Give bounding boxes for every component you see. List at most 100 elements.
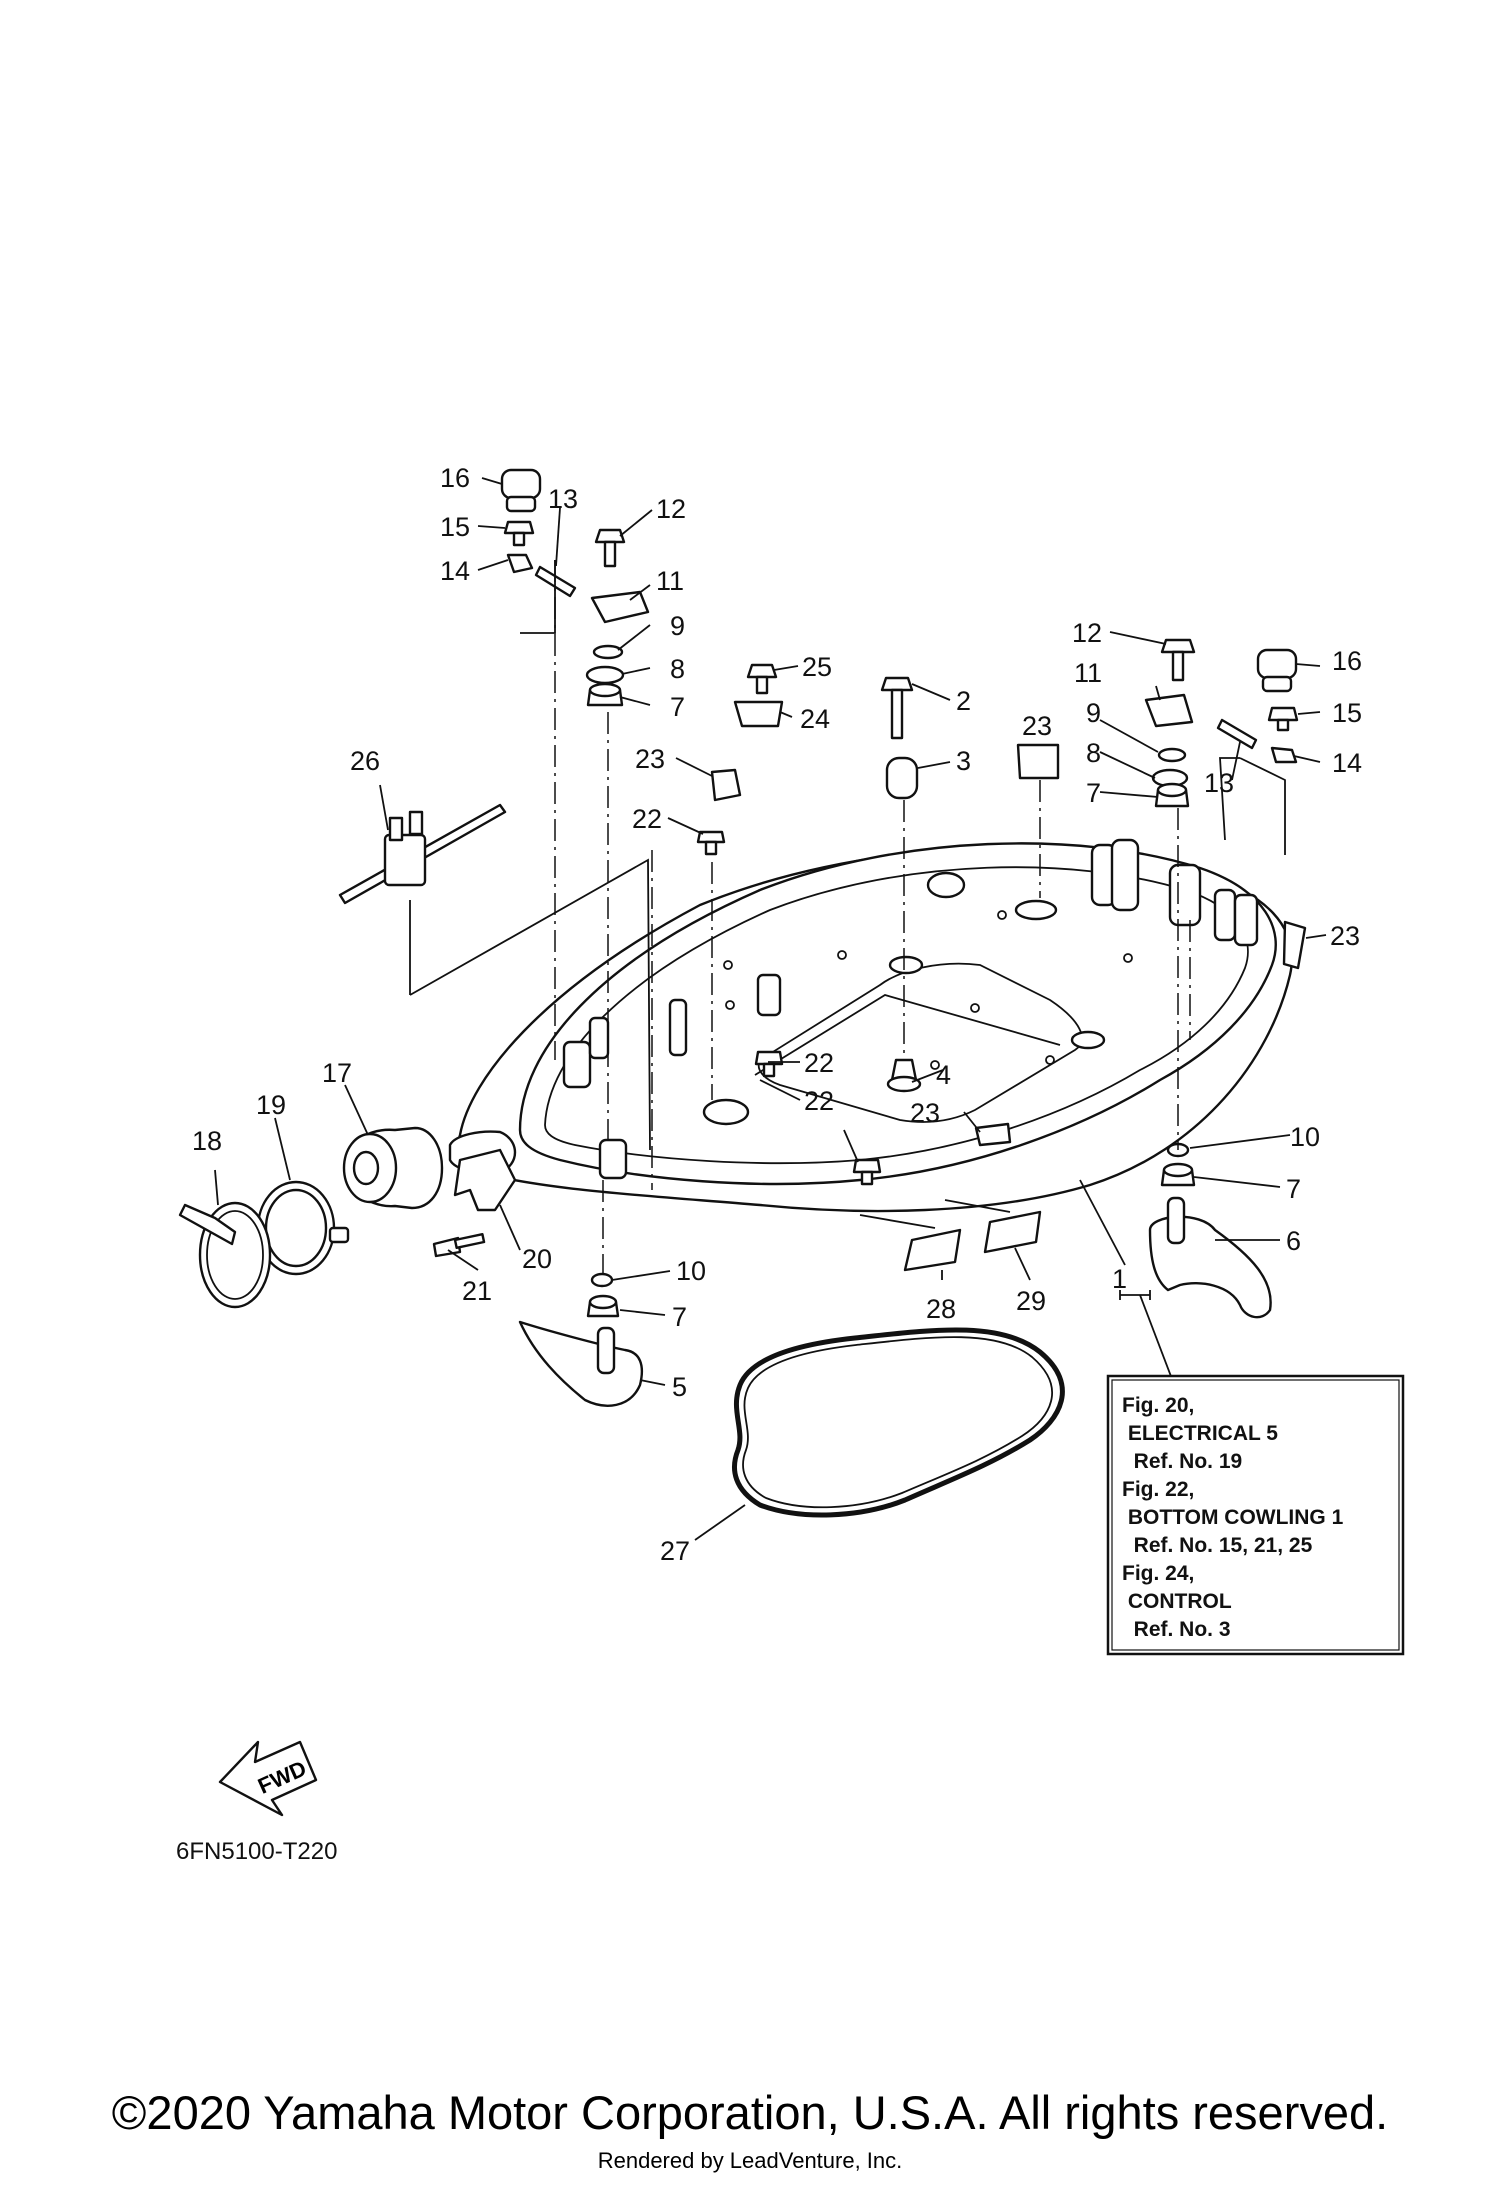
bolt-12-right xyxy=(1160,638,1196,654)
callout-7: 7 xyxy=(672,1302,687,1332)
pin-22-b xyxy=(754,1050,784,1066)
callout-22: 22 xyxy=(804,1086,834,1116)
clip-14-left xyxy=(506,553,534,574)
lower-right-parts xyxy=(1148,1142,1272,1319)
callout-9: 9 xyxy=(670,611,685,641)
bolt-12-left xyxy=(594,528,626,544)
callout-20: 20 xyxy=(522,1244,552,1274)
ref-line-5: BOTTOM COWLING 1 xyxy=(1122,1506,1344,1529)
callout-28: 28 xyxy=(926,1294,956,1324)
ref-line-3: Ref. No. 19 xyxy=(1122,1450,1242,1473)
pin-22-a xyxy=(696,830,726,844)
ref-line-9: Ref. No. 3 xyxy=(1122,1618,1231,1641)
callout-19: 19 xyxy=(256,1090,286,1120)
washer-9-left xyxy=(592,644,624,660)
callout-22: 22 xyxy=(632,804,662,834)
callouts: 16 15 14 13 12 11 9 8 7 25 24 23 2 3 26 … xyxy=(192,463,1362,1566)
ref-line-8: CONTROL xyxy=(1122,1590,1232,1613)
ref-line-7: Fig. 24, xyxy=(1122,1562,1194,1585)
lower-left-parts xyxy=(178,803,644,1407)
callout-9: 9 xyxy=(1086,698,1101,728)
callout-8: 8 xyxy=(1086,738,1101,768)
callout-7: 7 xyxy=(1286,1174,1301,1204)
callout-10: 10 xyxy=(1290,1122,1320,1152)
cushion-23-c xyxy=(1282,920,1307,970)
callout-25: 25 xyxy=(802,652,832,682)
callout-4: 4 xyxy=(936,1060,951,1090)
ref-line-6: Ref. No. 15, 21, 25 xyxy=(1122,1534,1313,1557)
cushion-23-d xyxy=(974,1122,1012,1147)
lever-11-right xyxy=(1144,693,1194,728)
leader-lines xyxy=(214,477,1327,1541)
callout-23: 23 xyxy=(1022,711,1052,741)
callout-12: 12 xyxy=(656,494,686,524)
callout-15: 15 xyxy=(1332,698,1362,728)
callout-16: 16 xyxy=(1332,646,1362,676)
copyright-notice: ©2020 Yamaha Motor Corporation, U.S.A. A… xyxy=(111,2086,1389,2139)
right-latch-assembly xyxy=(1016,638,1307,970)
callout-7: 7 xyxy=(670,692,685,722)
callout-14: 14 xyxy=(1332,748,1362,778)
callout-21: 21 xyxy=(462,1276,492,1306)
callout-23: 23 xyxy=(635,744,665,774)
left-latch-assembly xyxy=(500,468,650,707)
rendered-by-notice: Rendered by LeadVenture, Inc. xyxy=(597,2148,903,2173)
callout-2: 2 xyxy=(956,686,971,716)
callout-27: 27 xyxy=(660,1536,690,1566)
diagram-code: 6FN5100-T220 xyxy=(176,1838,338,1865)
callout-24: 24 xyxy=(800,704,830,734)
callout-11: 11 xyxy=(656,566,684,596)
ref-line-4: Fig. 22, xyxy=(1122,1478,1194,1501)
callout-14: 14 xyxy=(440,556,470,586)
bolt-21 xyxy=(432,1236,462,1258)
callout-23: 23 xyxy=(1330,921,1360,951)
screw-15-left xyxy=(503,520,535,535)
bolt-25 xyxy=(746,663,778,679)
grommet-16-right xyxy=(1256,648,1298,680)
bracket-24 xyxy=(733,700,784,728)
callout-16: 16 xyxy=(440,463,470,493)
bracket-20 xyxy=(453,1148,517,1212)
clip-14-right xyxy=(1270,746,1298,764)
decal-29 xyxy=(983,1210,1042,1254)
ref-line-1: Fig. 20, xyxy=(1122,1394,1194,1417)
center-parts xyxy=(696,663,1012,1186)
washer-10-left xyxy=(590,1272,614,1288)
seal-27 xyxy=(732,1327,1065,1518)
bottom-cowling xyxy=(448,838,1293,1213)
callout-12: 12 xyxy=(1072,618,1102,648)
callout-22: 22 xyxy=(804,1048,834,1078)
grommet-16-left xyxy=(500,468,542,500)
handle-5 xyxy=(518,1320,644,1407)
callout-17: 17 xyxy=(322,1058,352,1088)
callout-11: 11 xyxy=(1074,658,1102,688)
callout-13: 13 xyxy=(548,484,578,514)
callout-8: 8 xyxy=(670,654,685,684)
guide-lines xyxy=(409,560,1286,1275)
cushion-23-a xyxy=(710,768,742,802)
pin-22-c xyxy=(852,1158,882,1174)
spring-13-right xyxy=(1216,718,1258,750)
callout-1: 1 xyxy=(1112,1264,1127,1294)
fwd-arrow-icon: FWD xyxy=(218,1740,318,1817)
callout-3: 3 xyxy=(956,746,971,776)
washer-9-right xyxy=(1157,747,1187,763)
callout-23: 23 xyxy=(910,1098,940,1128)
callout-10: 10 xyxy=(676,1256,706,1286)
decal-28 xyxy=(903,1228,962,1272)
reference-box: Fig. 20, ELECTRICAL 5 Ref. No. 19 Fig. 2… xyxy=(1106,1374,1405,1656)
callout-15: 15 xyxy=(440,512,470,542)
callout-29: 29 xyxy=(1016,1286,1046,1316)
callout-26: 26 xyxy=(350,746,380,776)
callout-5: 5 xyxy=(672,1372,687,1402)
callout-7: 7 xyxy=(1086,778,1101,808)
lever-11-left xyxy=(590,590,650,624)
cushion-23-b xyxy=(1016,743,1060,780)
callout-13: 13 xyxy=(1204,768,1234,798)
ref-line-2: ELECTRICAL 5 xyxy=(1122,1422,1278,1445)
callout-6: 6 xyxy=(1286,1226,1301,1256)
washer-8-left xyxy=(585,665,625,685)
grommet-3 xyxy=(885,756,919,800)
bolt-2 xyxy=(880,676,914,692)
